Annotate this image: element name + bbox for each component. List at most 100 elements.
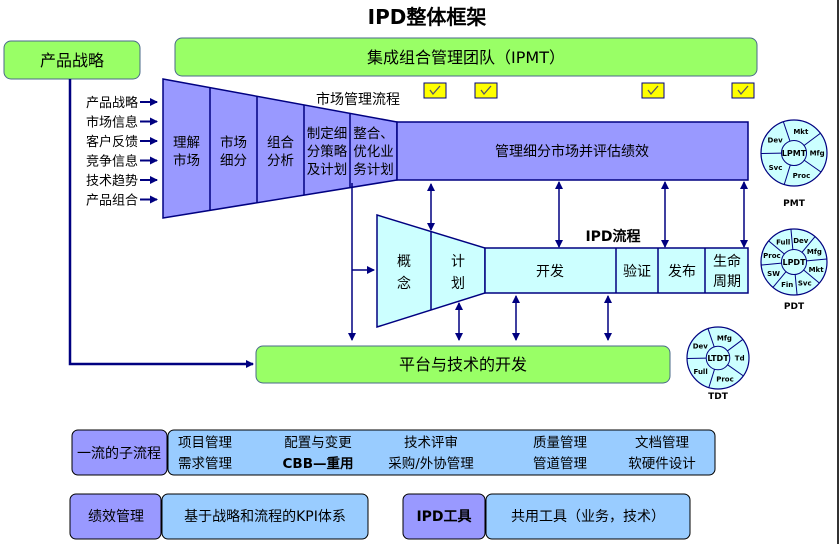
subprocess-item: 技术评审: [404, 435, 458, 451]
manage-segments-label: 管理细分市场并评估绩效: [495, 143, 649, 160]
page-border: [837, 0, 839, 544]
market-step-text: 优化业: [353, 144, 394, 160]
ipmt-box[interactable]: 集成组合管理团队（IPMT）: [174, 37, 758, 77]
tools-label: IPD工具: [416, 509, 471, 525]
subprocess-item: 需求管理: [178, 456, 232, 472]
market-step-text: 理解: [173, 135, 200, 151]
team-segment: Dev: [793, 237, 809, 245]
ipd-phase-text: 生命: [713, 253, 741, 270]
input-label: 产品组合: [86, 194, 138, 209]
check-icon: [647, 85, 659, 96]
team-center: LPMT: [782, 149, 807, 158]
ipd-phase-text: 发布: [668, 264, 696, 280]
team-segment: Svc: [798, 279, 812, 287]
ipd-phase-5[interactable]: 发布: [668, 264, 696, 280]
market-step-text: 市场: [173, 152, 200, 169]
product-strategy-label: 产品战略: [40, 51, 104, 70]
team-segment: SW: [767, 270, 780, 278]
checkpoint-2: [474, 82, 498, 99]
check-icon: [480, 85, 492, 96]
market-step-text: 制定细: [307, 126, 348, 142]
input-item: 技术趋势: [86, 173, 158, 189]
team-segment: Mkt: [809, 266, 825, 274]
team-segment: Td: [735, 355, 745, 363]
ipd-process-label: IPD流程: [585, 228, 640, 245]
team-segment: Full: [776, 239, 790, 247]
subprocess-item: 管道管理: [533, 456, 587, 472]
input-label: 市场信息: [86, 115, 138, 131]
platform-label: 平台与技术的开发: [399, 355, 527, 374]
ipd-phase-text: 开发: [536, 264, 564, 280]
market-process-label: 市场管理流程: [316, 91, 400, 108]
team-segment: Mfg: [810, 150, 825, 158]
performance-row: 绩效管理 基于战略和流程的KPI体系: [69, 493, 369, 540]
team-segment: Dev: [768, 137, 784, 145]
subprocess-header[interactable]: [71, 429, 168, 476]
input-item: 竞争信息: [86, 154, 158, 170]
ipd-phase-2[interactable]: 计划: [451, 254, 465, 292]
input-label: 竞争信息: [86, 154, 138, 170]
market-step-text: 分析: [267, 153, 294, 169]
tools-desc: 共用工具（业务，技术）: [511, 509, 665, 525]
market-step-text: 分策略: [307, 143, 348, 160]
team-name: TDT: [708, 392, 729, 402]
subprocess-item: 软硬件设计: [628, 456, 696, 472]
ipd-phase-text: 念: [397, 275, 411, 292]
team-name: PMT: [783, 199, 806, 209]
subprocess-item: CBB—重用: [283, 455, 354, 472]
market-step-text: 市场: [220, 134, 247, 151]
subprocess-item: 采购/外协管理: [388, 456, 474, 472]
page-title: IPD整体框架: [368, 5, 487, 29]
tools-header[interactable]: [402, 493, 486, 540]
ipd-phase-text: 概: [397, 254, 411, 270]
performance-label: 绩效管理: [88, 509, 144, 525]
check-icon: [429, 85, 441, 96]
input-item: 客户反馈: [86, 134, 158, 150]
team-segment: Full: [694, 368, 708, 376]
market-step-text: 整合、: [353, 126, 394, 142]
ipd-phase-1[interactable]: 概念: [397, 254, 411, 292]
market-step-text: 务计划: [353, 162, 394, 178]
performance-header[interactable]: [69, 493, 162, 540]
tools-row: IPD工具 共用工具（业务，技术）: [402, 493, 691, 540]
ipmt-label: 集成组合管理团队（IPMT）: [367, 48, 565, 67]
platform-box[interactable]: 平台与技术的开发: [255, 345, 671, 384]
ipd-phase-3[interactable]: 开发: [536, 264, 564, 280]
input-label: 技术趋势: [86, 173, 138, 189]
ipd-phase-text: 计: [451, 254, 465, 270]
market-step-text: 细分: [220, 153, 247, 169]
ipd-phase-text: 周期: [713, 274, 741, 290]
team-wheels: MktMfgProcSvcDevLPMTPMTDevMfgMktSvcFinSW…: [686, 119, 828, 402]
team-name: PDT: [784, 302, 805, 312]
ipd-phase-text: 划: [451, 276, 465, 292]
checkpoint-1: [423, 82, 447, 99]
connectors: [348, 181, 748, 341]
subprocess-item: 文档管理: [635, 435, 689, 451]
subprocess-label: 一流的子流程: [77, 446, 161, 462]
manage-segments-bar[interactable]: [396, 121, 749, 181]
ipd-phase-4[interactable]: 验证: [623, 264, 651, 280]
input-item: 市场信息: [86, 115, 158, 131]
team-segment: Proc: [793, 172, 811, 180]
team-segment: Proc: [763, 252, 781, 260]
subprocess-item: 配置与变更: [284, 435, 352, 451]
subprocess-item: 项目管理: [178, 435, 232, 451]
subprocess-item: 质量管理: [533, 435, 587, 451]
input-label: 产品战略: [86, 95, 138, 111]
product-strategy-box[interactable]: 产品战略: [3, 40, 141, 80]
performance-desc: 基于战略和流程的KPI体系: [184, 508, 346, 525]
ipd-phase-text: 验证: [623, 264, 651, 280]
